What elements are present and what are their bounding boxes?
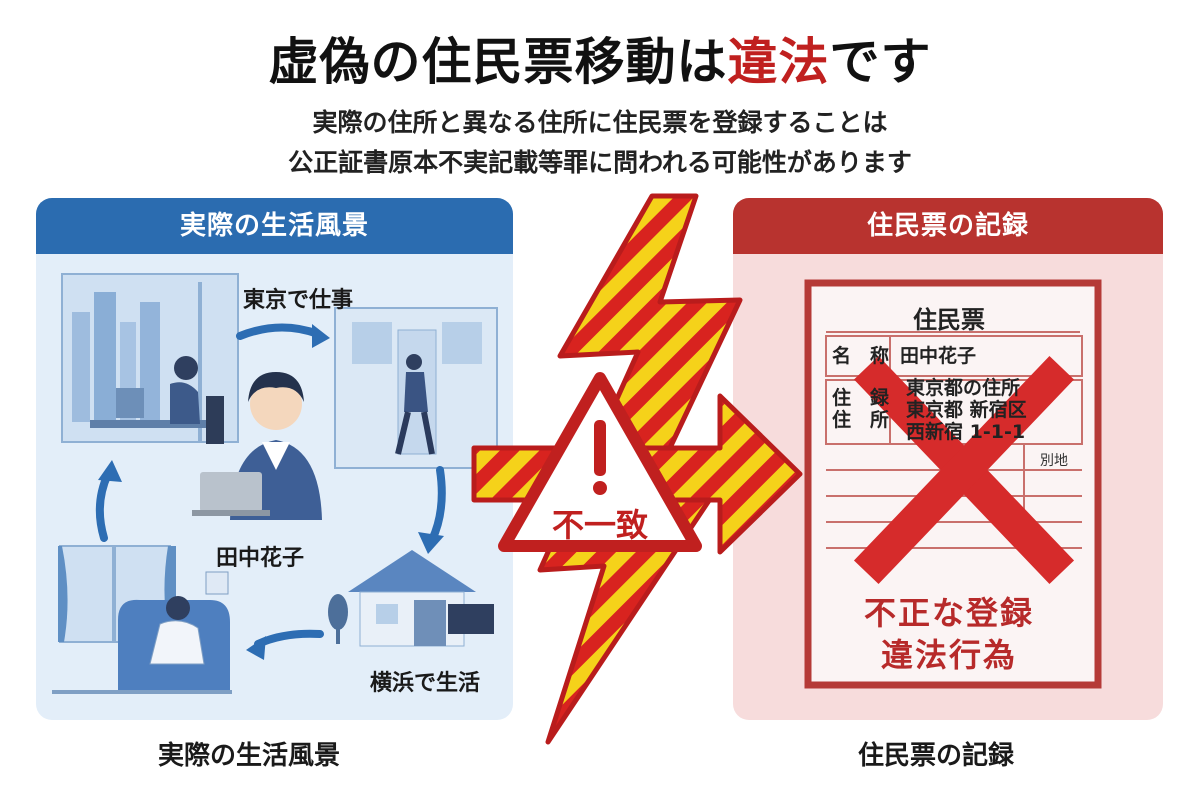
label-person: 田中花子 <box>216 546 305 571</box>
train-scene-icon <box>334 307 498 469</box>
registry-panel-header: 住民票の記録 <box>733 198 1163 254</box>
label-work: 東京で仕事 <box>243 288 354 313</box>
card-address-line-1: 東京都の住所 <box>906 377 1021 399</box>
card-extra-label: 別地 <box>1040 453 1068 469</box>
card-name-label: 名 称 <box>832 345 890 367</box>
card-address-line-2: 東京都 新宿区 <box>906 399 1027 421</box>
living-room-icon <box>52 545 232 694</box>
arrow-to-office <box>95 470 112 542</box>
cycle-arrowheads <box>98 324 444 660</box>
real-life-panel-header: 実際の生活風景 <box>36 198 513 254</box>
illegal-act-text: 違法行為 <box>880 636 1017 674</box>
card-address-label-1: 住 録 <box>832 387 890 409</box>
subtitle-line-1: 実際の住所と異なる住所に住民票を登録することは <box>312 108 888 137</box>
card-name-value: 田中花子 <box>900 345 977 367</box>
page-title: 虚偽の住民票移動は違法です <box>0 22 1200 94</box>
office-scene-icon <box>61 273 239 444</box>
card-title: 住民票 <box>913 306 985 334</box>
card-address-label-2: 住 所 <box>832 409 890 431</box>
arrow-to-home <box>428 466 446 544</box>
card-address-line-3: 西新宿 1-1-1 <box>906 421 1026 443</box>
label-home: 横浜で生活 <box>370 671 481 696</box>
registry-caption: 住民票の記録 <box>858 741 1015 771</box>
arrow-to-living <box>254 629 324 648</box>
mismatch-label: 不一致 <box>551 506 648 544</box>
person-laptop-icon <box>192 372 322 520</box>
reject-x-icon <box>853 355 1075 585</box>
real-life-caption: 実際の生活風景 <box>158 741 341 771</box>
title-prefix: 虚偽の住民票移動は <box>268 33 728 91</box>
title-highlight: 違法 <box>727 33 830 91</box>
title-suffix: です <box>829 33 932 91</box>
illegal-registration-text: 不正な登録 <box>863 594 1034 632</box>
subtitle-line-2: 公正証書原本不実記載等罪に問われる可能性があります <box>288 148 912 177</box>
warning-triangle-icon <box>498 372 702 552</box>
house-icon <box>328 550 494 647</box>
arrow-to-train <box>236 323 322 340</box>
